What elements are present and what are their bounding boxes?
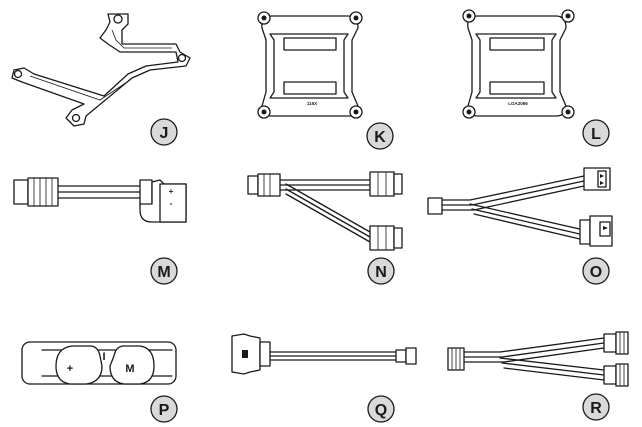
part-m-plus: + bbox=[169, 187, 174, 196]
part-k-letter: K bbox=[374, 129, 386, 146]
part-o-splitter bbox=[427, 167, 613, 247]
part-n-letter: N bbox=[375, 264, 387, 281]
part-q-badge: Q bbox=[367, 395, 395, 423]
part-q-cable bbox=[231, 333, 417, 375]
part-r-splitter bbox=[447, 331, 629, 387]
part-l-badge: L bbox=[582, 119, 610, 147]
part-k-badge: K bbox=[366, 122, 394, 150]
part-k-backplate: 115X bbox=[257, 11, 363, 119]
part-j-letter: J bbox=[160, 125, 169, 142]
part-m-badge: M bbox=[150, 257, 178, 285]
part-p-remote: + I M bbox=[21, 341, 177, 385]
part-m-minus: - bbox=[170, 199, 173, 208]
part-l-letter: L bbox=[591, 126, 601, 143]
part-q-letter: Q bbox=[375, 402, 387, 419]
part-o-badge: O bbox=[582, 257, 610, 285]
part-p-letter: P bbox=[159, 402, 170, 419]
part-p-mode-button: I bbox=[102, 351, 105, 363]
part-p-badge: P bbox=[150, 395, 178, 423]
part-k-label: 115X bbox=[307, 101, 317, 106]
part-j-badge: J bbox=[150, 118, 178, 146]
part-n-splitter bbox=[247, 171, 403, 251]
part-m-letter: M bbox=[157, 264, 170, 281]
part-m-adapter: + - bbox=[13, 177, 187, 223]
part-r-letter: R bbox=[590, 400, 602, 417]
part-n-badge: N bbox=[367, 257, 395, 285]
part-p-plus-button: + bbox=[67, 363, 73, 375]
part-o-letter: O bbox=[590, 264, 602, 281]
part-l-backplate: LGA2066 bbox=[462, 9, 575, 119]
part-r-badge: R bbox=[582, 393, 610, 421]
part-j-mounting-bracket bbox=[11, 13, 191, 127]
part-p-m-button: M bbox=[125, 363, 134, 375]
part-l-label: LGA2066 bbox=[508, 101, 528, 106]
